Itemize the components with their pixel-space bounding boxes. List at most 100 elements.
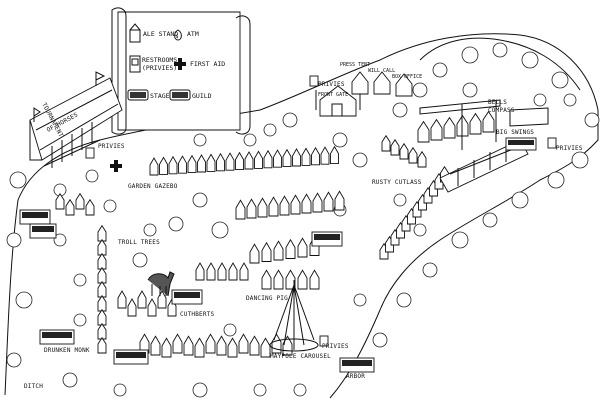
tree	[563, 93, 577, 107]
tree	[422, 262, 438, 278]
booth	[246, 198, 257, 219]
tree	[352, 152, 368, 168]
booth	[482, 110, 495, 133]
tree	[372, 332, 388, 348]
horse-figure	[147, 271, 175, 297]
booth	[159, 156, 168, 175]
booth	[235, 199, 246, 220]
booth	[292, 148, 301, 167]
privies-top-label: PRIVIES	[318, 81, 345, 88]
booth	[260, 337, 271, 358]
forest-outline	[4, 33, 599, 399]
box-office-label: BOX OFFICE	[392, 74, 422, 80]
tree	[511, 191, 529, 209]
booth	[172, 333, 183, 354]
booth	[263, 149, 273, 169]
booth	[268, 196, 279, 217]
ale-stand-icon	[129, 23, 141, 43]
legend-atm: ATM	[187, 30, 199, 38]
tree	[533, 93, 547, 107]
booth	[97, 238, 107, 256]
booth	[228, 262, 238, 281]
booth	[85, 198, 95, 216]
front-gate	[315, 85, 361, 117]
tree	[62, 372, 78, 388]
booth	[149, 157, 159, 176]
booth	[161, 337, 172, 358]
booth	[334, 190, 345, 211]
booth	[290, 194, 301, 215]
privies-left-label: PRIVIES	[98, 143, 125, 150]
tournament-arena: TOURNAMENT OF HORSES	[29, 71, 123, 168]
legend-stage: STAGE	[150, 92, 170, 100]
tree	[393, 193, 407, 207]
tree	[332, 132, 348, 148]
booth	[187, 154, 197, 174]
booth	[235, 151, 244, 171]
booth	[97, 280, 107, 298]
tree	[243, 133, 257, 147]
tree	[461, 46, 479, 64]
compass-label: COMPASS	[488, 107, 515, 114]
tree	[392, 102, 408, 118]
privies-markers	[85, 75, 557, 347]
booth	[249, 243, 260, 264]
booth	[97, 252, 107, 270]
tree	[223, 323, 237, 337]
booth	[443, 116, 456, 139]
legend-ale-stand: ALE STAND	[143, 30, 178, 38]
tree	[6, 352, 22, 368]
booth	[183, 335, 194, 356]
tree	[253, 383, 267, 397]
booth	[430, 118, 443, 141]
bells-label: BELLS	[488, 99, 507, 106]
tree	[282, 112, 298, 128]
tree	[192, 192, 208, 208]
tree	[492, 42, 508, 58]
booth	[197, 154, 206, 173]
booth	[127, 298, 137, 317]
tree	[412, 82, 428, 98]
booth	[225, 152, 235, 171]
booth	[417, 150, 427, 168]
bells-gate	[419, 99, 549, 150]
first-aid-icon	[174, 58, 186, 70]
booth	[147, 298, 157, 317]
tree	[103, 199, 117, 213]
garden-gazebo-label: GARDEN GAZEBO	[128, 183, 178, 190]
tree	[132, 252, 148, 268]
tree	[584, 112, 600, 128]
booth	[244, 151, 254, 170]
tree	[168, 216, 184, 232]
booth	[97, 224, 107, 242]
press-tent-label: PRESS TENT	[340, 62, 370, 68]
tree	[353, 293, 367, 307]
booth	[194, 337, 205, 358]
booth	[381, 134, 391, 152]
booth	[399, 142, 409, 160]
big-swings	[439, 139, 529, 193]
press-tent	[351, 71, 413, 97]
booth	[273, 269, 284, 290]
big-swings-label: BIG SWINGS	[496, 129, 534, 136]
booth	[301, 147, 311, 166]
legend-first-aid: FIRST AID	[190, 60, 225, 68]
privies-right-label: PRIVIES	[556, 145, 583, 152]
booth	[297, 269, 308, 290]
legend-scroll: $ ALE STAND ATM RESTROOMS (PRIVIES) FIRS…	[111, 7, 251, 135]
booth	[55, 192, 65, 210]
booth	[227, 337, 238, 358]
booth	[178, 155, 187, 174]
booth	[273, 149, 282, 168]
booth	[320, 146, 330, 165]
tree	[143, 223, 157, 237]
legend-guild: GUILD	[192, 92, 212, 100]
booth	[257, 197, 268, 218]
booth	[254, 150, 263, 169]
tree	[53, 233, 67, 247]
booth	[65, 198, 75, 216]
ditch-label: DITCH	[24, 383, 43, 390]
tree	[9, 171, 27, 189]
tree	[113, 383, 127, 397]
